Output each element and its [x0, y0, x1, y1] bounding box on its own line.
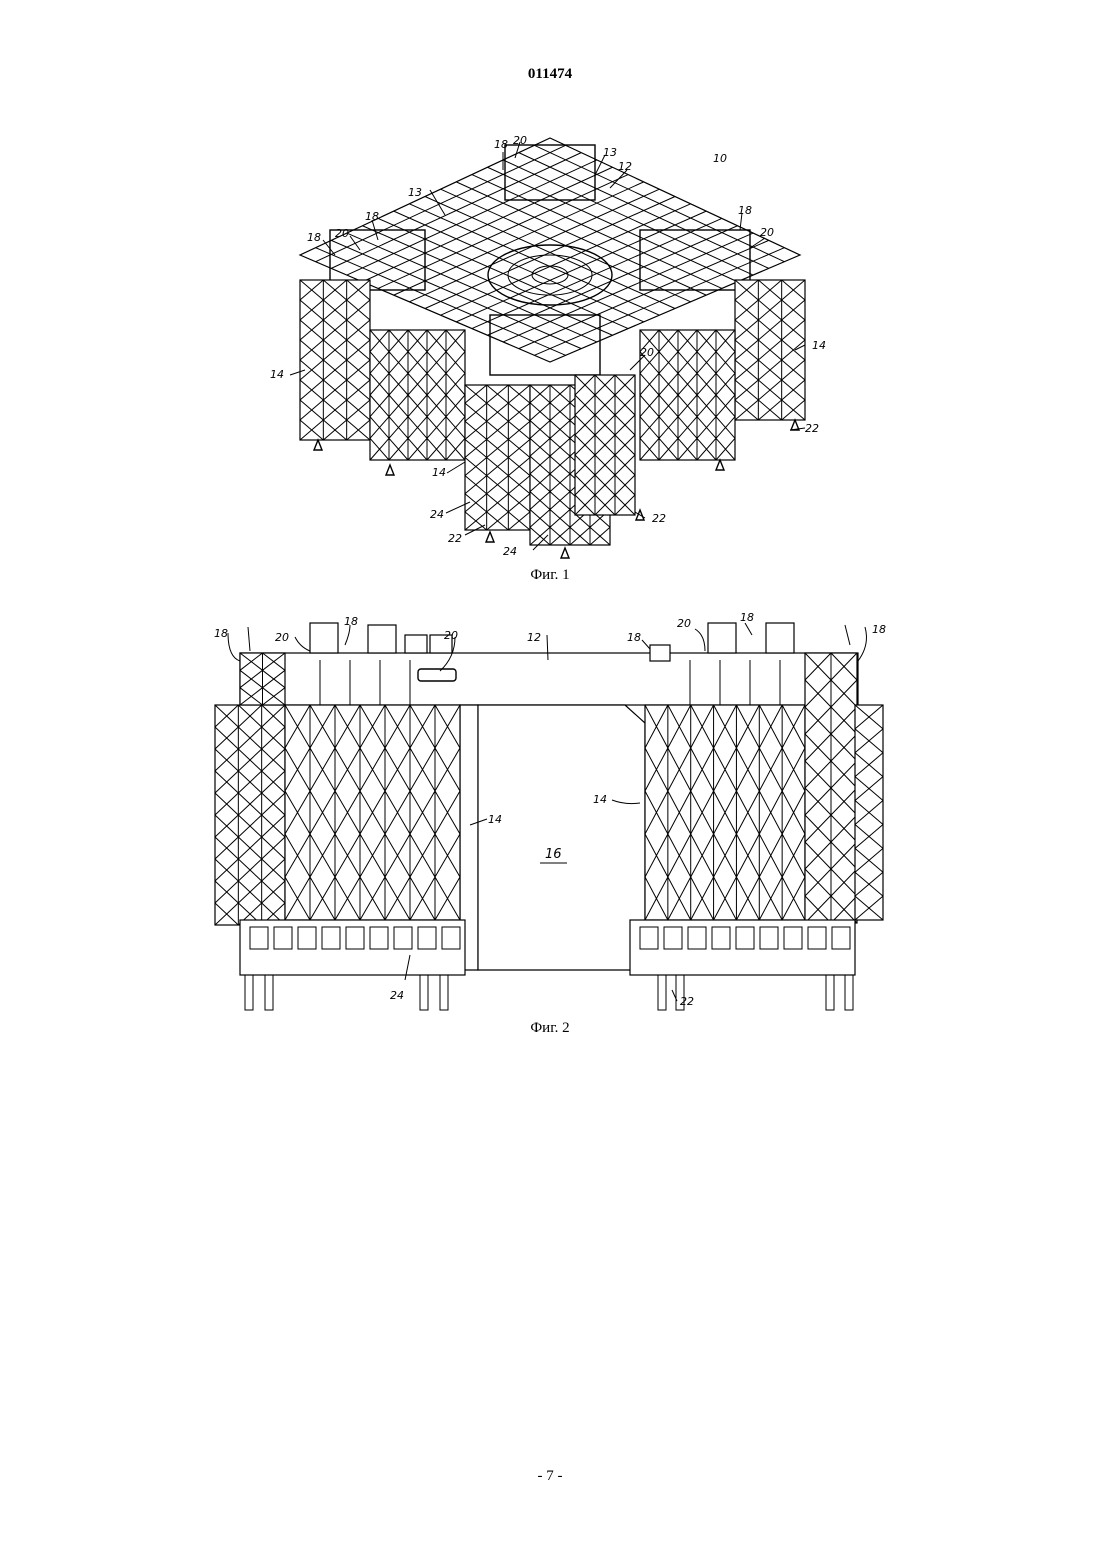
- figure-1-caption: Фиг. 1: [0, 567, 1100, 584]
- ref-label: 18: [214, 627, 228, 640]
- figure-2-drawing: 18 20 18 20 12 18 20 18 18 14 14 16 24 2…: [0, 605, 1100, 1015]
- ref-label: 20: [513, 134, 527, 147]
- ref-label: 18: [307, 231, 321, 244]
- ref-label: 24: [503, 545, 517, 558]
- figure-2-caption: Фиг. 2: [0, 1020, 1100, 1037]
- ref-label: 22: [680, 995, 694, 1008]
- ref-label: 14: [593, 793, 607, 806]
- ref-label: 18: [740, 611, 754, 624]
- ref-label: 12: [527, 631, 541, 644]
- document-number: 011474: [0, 66, 1100, 83]
- ref-label: 16: [545, 847, 562, 862]
- ref-label: 14: [488, 813, 502, 826]
- ref-label: 22: [448, 532, 462, 545]
- ref-label: 13: [603, 146, 617, 159]
- ref-label: 24: [390, 989, 404, 1002]
- ref-label: 10: [713, 152, 727, 165]
- ref-label: 12: [618, 160, 632, 173]
- ref-label: 18: [872, 623, 886, 636]
- ref-label: 14: [812, 339, 826, 352]
- ref-label: 14: [270, 368, 284, 381]
- ref-label: 20: [640, 346, 654, 359]
- ref-label: 20: [335, 227, 349, 240]
- ref-label: 24: [430, 508, 444, 521]
- ref-label: 14: [432, 466, 446, 479]
- ref-label: 13: [408, 186, 422, 199]
- ref-label: 18: [738, 204, 752, 217]
- ref-label: 18: [494, 138, 508, 151]
- ref-label: 20: [275, 631, 289, 644]
- page-number: - 7 -: [0, 1468, 1100, 1485]
- ref-label: 22: [652, 512, 666, 525]
- ref-label: 20: [677, 617, 691, 630]
- ref-label: 18: [365, 210, 379, 223]
- ref-label: 18: [344, 615, 358, 628]
- ref-label: 20: [444, 629, 458, 642]
- ref-label: 20: [760, 226, 774, 239]
- ref-label: 22: [805, 422, 819, 435]
- figure-1-drawing: 18 20 13 12 10 13 18 20 18 18 20 20 14 1…: [0, 130, 1100, 565]
- ref-label: 18: [627, 631, 641, 644]
